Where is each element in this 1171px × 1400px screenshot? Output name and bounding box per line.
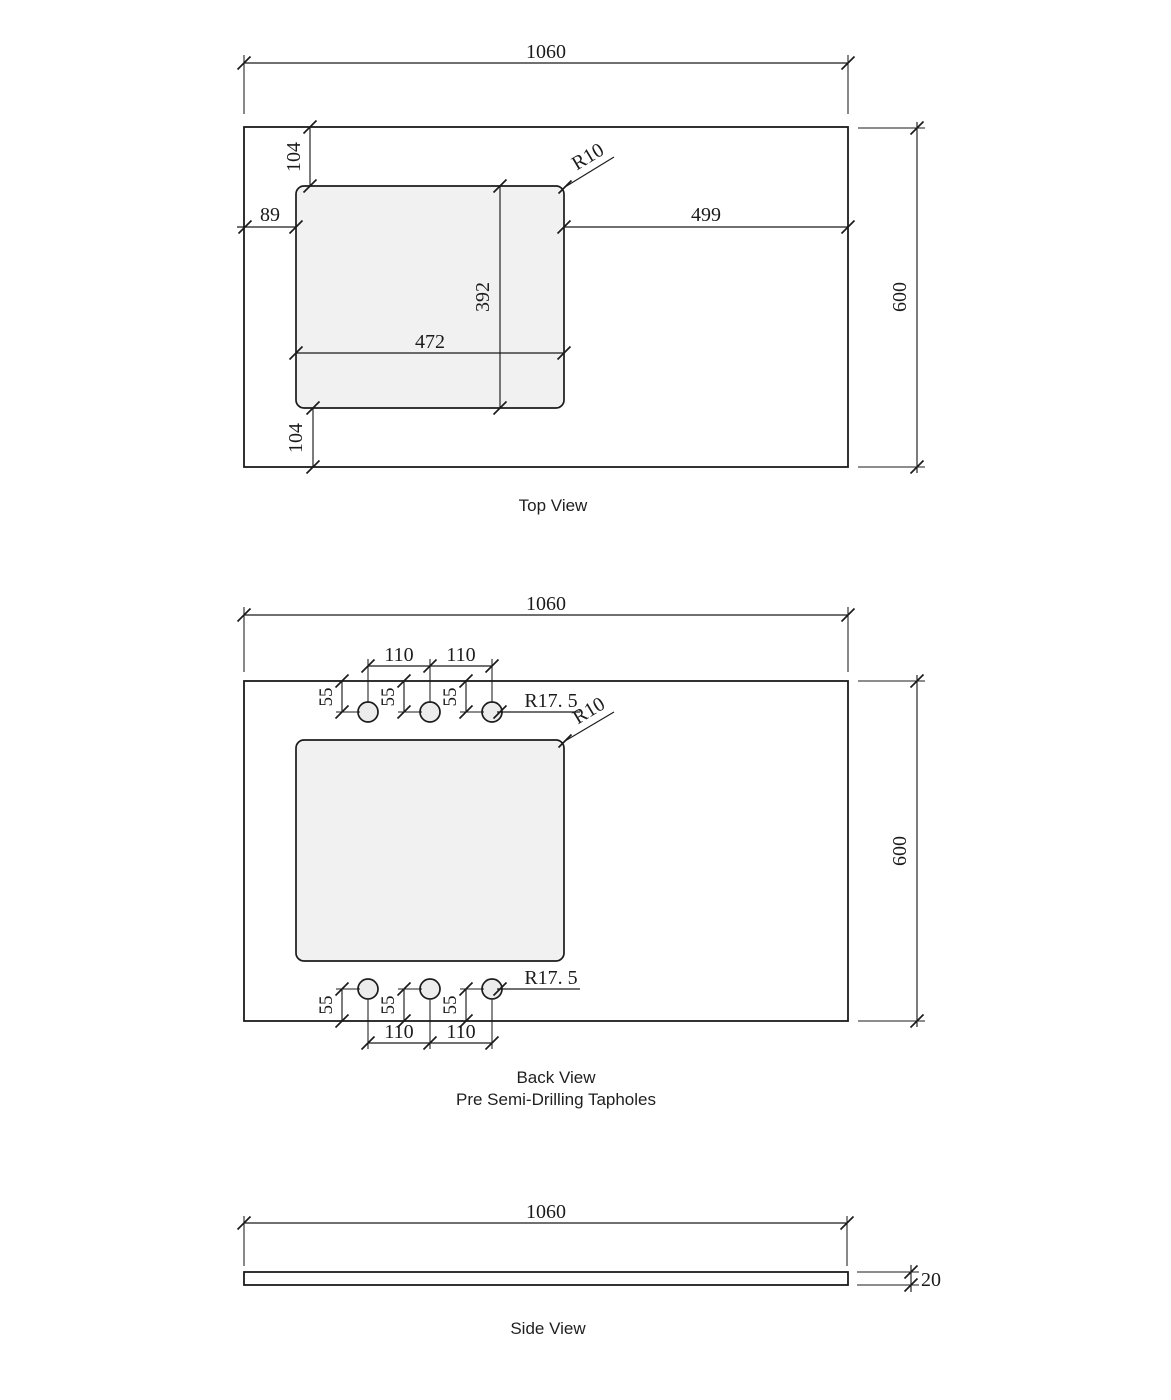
dim-label-edge-offset: 55 xyxy=(316,688,337,707)
dim-label-spacing-left: 110 xyxy=(384,1021,413,1043)
leader-taphole-radius-bottom: R17. 5 xyxy=(492,967,580,997)
dim-label-overall-depth: 600 xyxy=(889,282,911,312)
dim-overall-depth: 600 xyxy=(858,120,925,475)
leader-line xyxy=(564,156,615,188)
taphole-top-center xyxy=(419,701,441,723)
dim-overall-width: 1060 xyxy=(236,41,856,114)
dim-thickness: 20 xyxy=(857,1264,941,1293)
dim-label-edge-offset: 55 xyxy=(378,688,399,707)
sink-cutout xyxy=(295,739,565,962)
dim-taphole-edge-offset-top: 55 55 55 xyxy=(316,673,484,720)
leader-taphole-radius-top: R17. 5 xyxy=(492,690,580,720)
dim-label-cutout-height: 392 xyxy=(472,282,494,312)
leader-line xyxy=(564,711,615,742)
dim-label-overall-depth: 600 xyxy=(889,836,911,866)
dim-label-thickness: 20 xyxy=(921,1269,941,1291)
back-view-sublabel: Pre Semi-Drilling Tapholes xyxy=(456,1090,656,1109)
side-view-label: Side View xyxy=(510,1319,586,1338)
dim-label-edge-offset: 55 xyxy=(378,996,399,1015)
dim-label-taphole-radius: R17. 5 xyxy=(524,967,577,989)
dim-cutout-right-offset: 499 xyxy=(556,204,856,235)
dim-label-edge-offset: 55 xyxy=(440,688,461,707)
back-view: 1060 600 110 110 xyxy=(236,593,925,1109)
dim-label-overall-width: 1060 xyxy=(526,1201,566,1223)
dim-label-cutout-width: 472 xyxy=(415,331,445,353)
dim-label-spacing-left: 110 xyxy=(384,644,413,666)
dim-label-left-offset: 89 xyxy=(260,204,280,226)
top-view-label: Top View xyxy=(519,496,588,515)
dim-label-edge-offset: 55 xyxy=(316,996,337,1015)
taphole-bottom-left xyxy=(357,978,379,1000)
dim-cutout-top-offset: 104 xyxy=(283,119,318,194)
dim-overall-width: 1060 xyxy=(236,593,856,672)
taphole-top-left xyxy=(357,701,379,723)
taphole-bottom-center xyxy=(419,978,441,1000)
dim-cutout-left-offset: 89 xyxy=(237,204,304,235)
dim-label-edge-offset: 55 xyxy=(440,996,461,1015)
dim-cutout-width: 472 xyxy=(288,331,572,361)
sink-cutout xyxy=(295,185,565,409)
back-view-label: Back View xyxy=(516,1068,596,1087)
dim-cutout-height: 392 xyxy=(472,178,508,416)
dim-label-spacing-right: 110 xyxy=(446,1021,475,1043)
dim-taphole-spacing-top: 110 110 xyxy=(360,644,500,702)
side-view: 1060 20 Side View xyxy=(236,1201,941,1338)
dim-label-overall-width: 1060 xyxy=(526,41,566,63)
dim-label-top-offset: 104 xyxy=(283,142,305,172)
dim-cutout-bottom-offset: 104 xyxy=(285,400,321,475)
dim-label-bottom-offset: 104 xyxy=(285,423,307,453)
benchtop-profile xyxy=(243,1271,849,1286)
dim-overall-width: 1060 xyxy=(236,1201,855,1266)
dim-label-spacing-right: 110 xyxy=(446,644,475,666)
dim-label-right-offset: 499 xyxy=(691,204,721,226)
dim-taphole-spacing-bottom: 110 110 xyxy=(360,1000,500,1051)
dim-taphole-edge-offset-bottom: 55 55 55 xyxy=(316,981,484,1029)
top-view: 1060 600 104 89 xyxy=(236,41,925,515)
dim-label-taphole-radius: R17. 5 xyxy=(524,690,577,712)
dim-overall-depth: 600 xyxy=(858,673,925,1029)
dim-label-overall-width: 1060 xyxy=(526,593,566,615)
